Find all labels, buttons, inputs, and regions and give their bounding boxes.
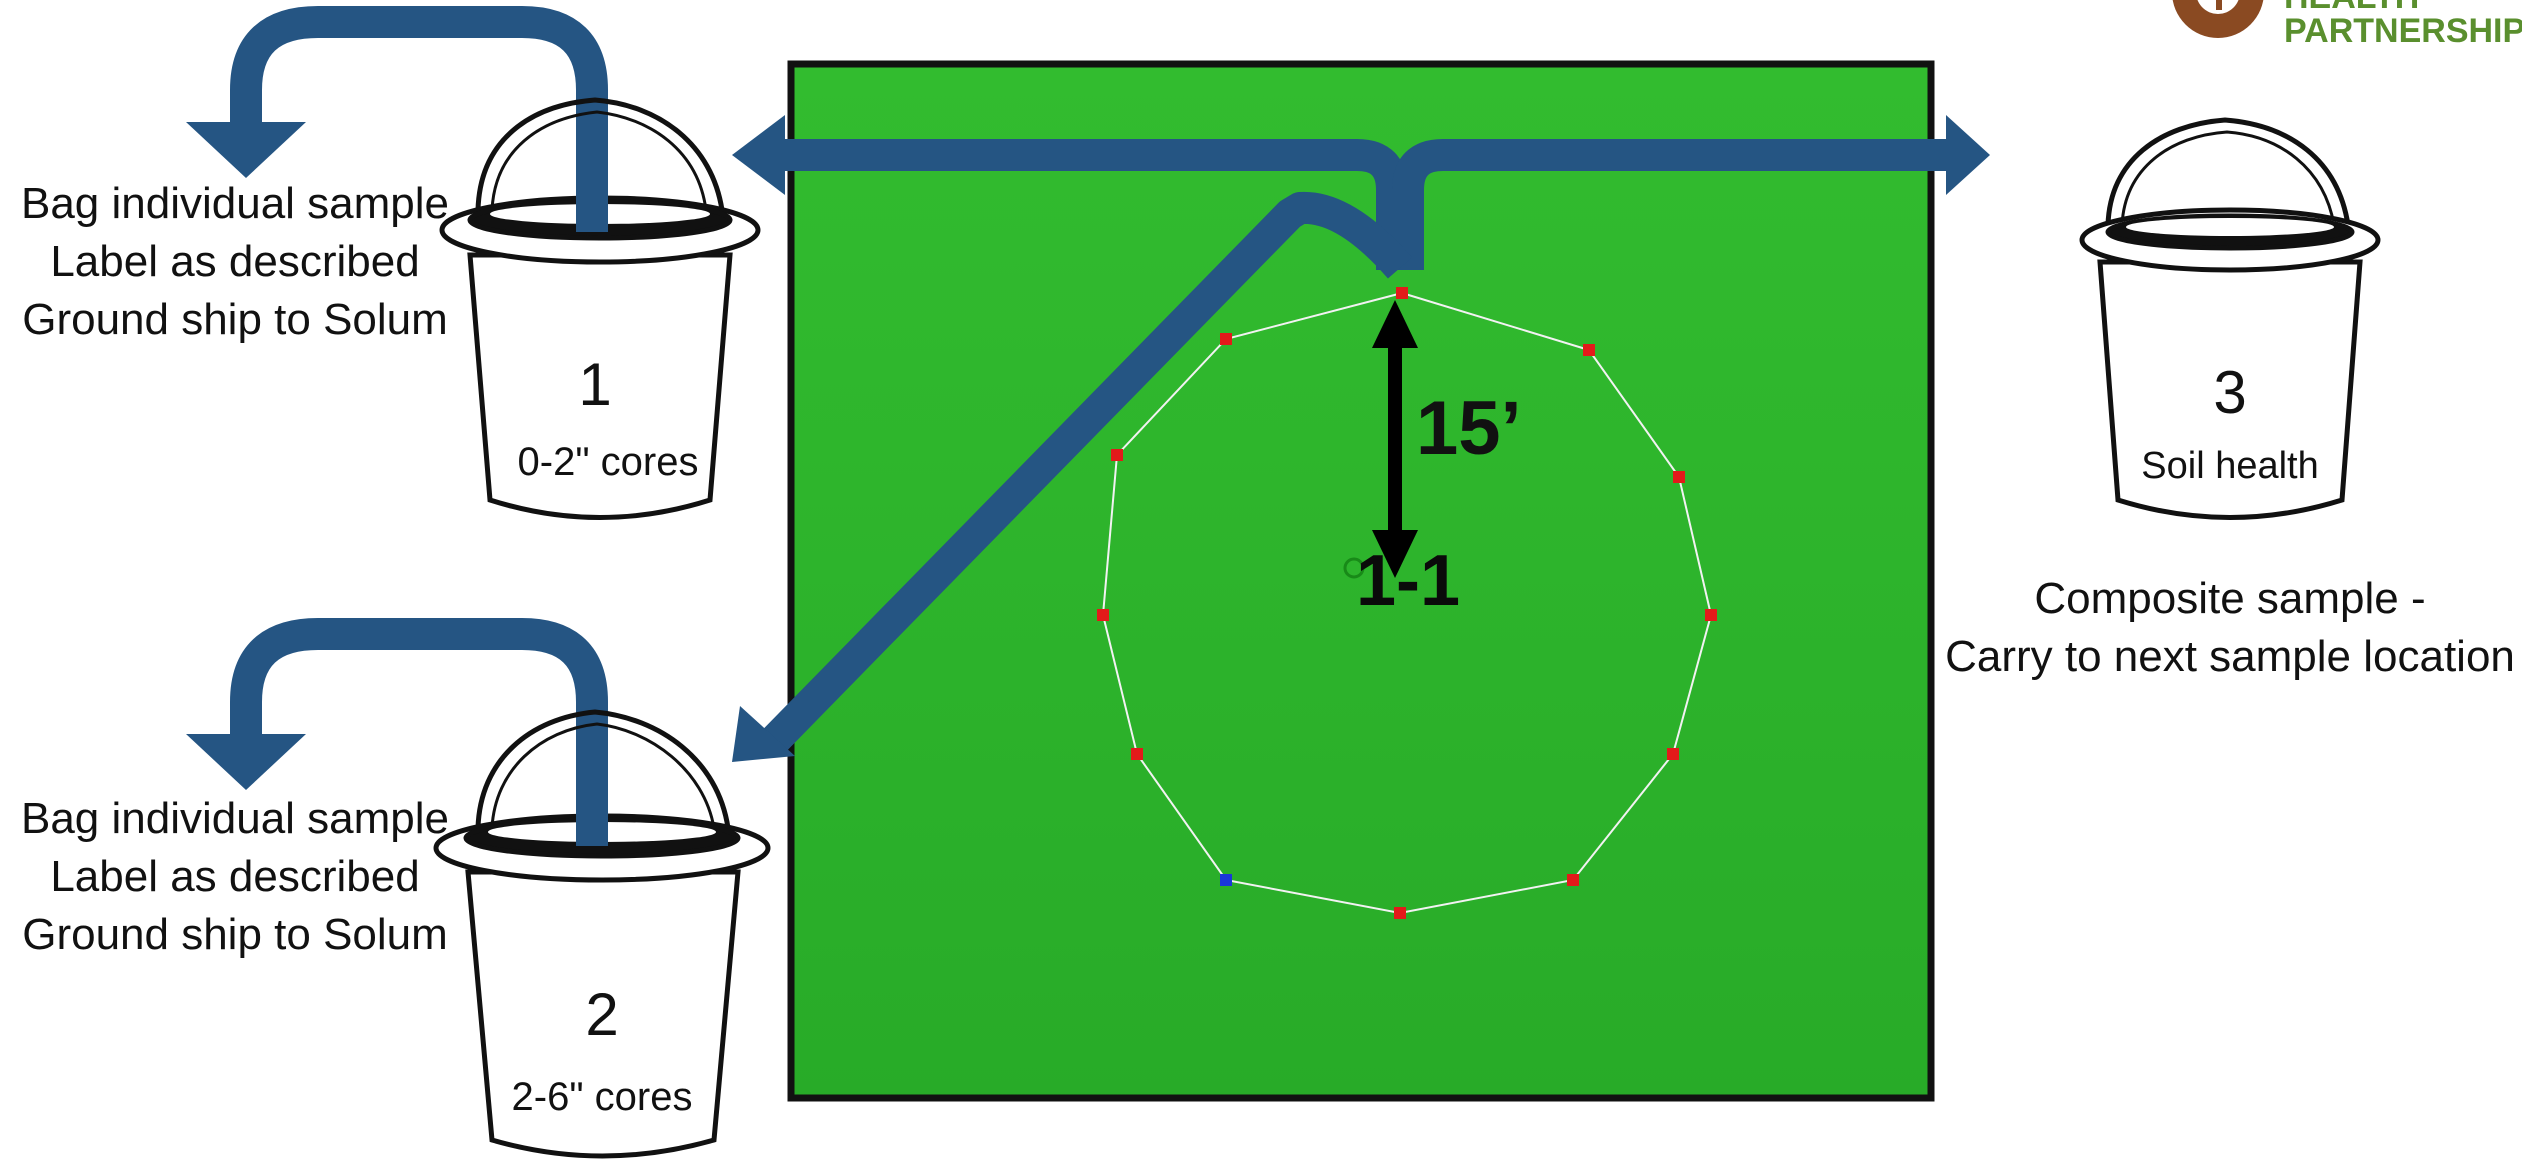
logo xyxy=(2172,0,2264,38)
instruction-line: Carry to next sample location xyxy=(1945,632,2515,681)
bucket-body xyxy=(467,252,733,520)
sample-point xyxy=(1396,287,1408,299)
bucket-handle-inner xyxy=(490,722,716,829)
sample-point xyxy=(1673,471,1685,483)
sample-point xyxy=(1097,609,1109,621)
center-marker xyxy=(1343,557,1365,579)
bucket-2-description: 2-6" cores xyxy=(511,1075,693,1119)
bucket-3-number: 3 xyxy=(2213,359,2247,426)
sample-point xyxy=(1220,333,1232,345)
instruction-line: Bag individual sample xyxy=(20,794,450,843)
bucket-2-instructions: Bag individual sample Label as described… xyxy=(0,790,470,964)
instruction-line: Composite sample - xyxy=(2034,574,2426,623)
flow-arrow-to-bucket-3 xyxy=(1392,139,1950,270)
logo-text-bottom: PARTNERSHIP xyxy=(2284,12,2522,50)
bucket-3 xyxy=(2079,117,2381,520)
radius-arrow xyxy=(1372,300,1418,578)
arrowhead-left xyxy=(732,115,785,195)
flow-arrow-heads xyxy=(186,115,1990,790)
arrowhead-diagonal xyxy=(732,706,795,762)
bucket-handle xyxy=(2105,117,2351,226)
bucket-2-number: 2 xyxy=(585,981,619,1048)
bucket-1-instructions: Bag individual sample Label as described… xyxy=(0,175,470,349)
arrowhead-bucket-2 xyxy=(186,734,306,790)
sample-point xyxy=(1111,449,1123,461)
logo-text-top: HEALTH xyxy=(2284,0,2419,17)
bucket-body xyxy=(465,869,741,1159)
bucket-handle-inner xyxy=(490,110,708,211)
bucket-1-number: 1 xyxy=(578,351,612,418)
instruction-line: Label as described xyxy=(50,852,420,901)
instruction-line: Ground ship to Solum xyxy=(22,910,448,959)
bucket-handle-inner xyxy=(2120,130,2336,226)
flow-arrows xyxy=(230,6,1950,846)
sample-points xyxy=(1097,287,1717,919)
bucket-1-description: 0-2" cores xyxy=(517,440,699,484)
arrowhead-right xyxy=(1946,115,1990,195)
bucket-handle xyxy=(475,709,731,829)
sample-point xyxy=(1705,609,1717,621)
start-point xyxy=(1220,874,1232,886)
sample-point xyxy=(1667,748,1679,760)
bucket-1-out-arrow xyxy=(230,6,608,232)
arrowhead-bucket-1 xyxy=(186,122,306,178)
radius-label: 15’ xyxy=(1416,386,1522,471)
instruction-line: Label as described xyxy=(50,237,420,286)
bucket-2-out-arrow xyxy=(230,618,608,846)
sample-point xyxy=(1567,874,1579,886)
sample-point xyxy=(1394,907,1406,919)
bucket-body xyxy=(2097,259,2363,520)
flow-arrow-to-bucket-2 xyxy=(763,191,1413,752)
bucket-handle xyxy=(475,97,725,211)
logo-mark xyxy=(2172,0,2264,38)
sample-point xyxy=(1583,344,1595,356)
bucket-3-instructions: Composite sample - Carry to next sample … xyxy=(1945,570,2515,686)
sample-point xyxy=(1131,748,1143,760)
instruction-line: Ground ship to Solum xyxy=(22,295,448,344)
bucket-3-description: Soil health xyxy=(2141,445,2319,487)
instruction-line: Bag individual sample xyxy=(20,179,450,228)
location-label: 1-1 xyxy=(1356,541,1461,621)
